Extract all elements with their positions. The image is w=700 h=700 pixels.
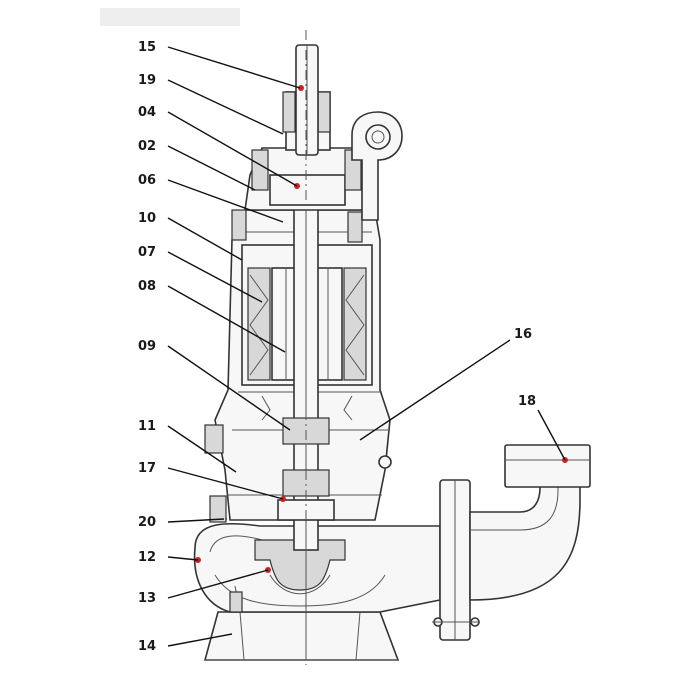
callout-14: 14 [138,639,156,654]
discharge-flange [432,479,480,641]
top-smudge [100,8,240,26]
callout-20: 20 [138,515,156,530]
leader-lines [167,46,566,647]
callout-17: 17 [138,461,156,476]
callout-02: 02 [138,139,156,154]
callout-06: 06 [138,173,156,188]
callout-08: 08 [138,279,156,294]
top-cover [231,147,376,243]
callout-15-top: 15 [138,40,156,55]
callout-13: 13 [138,591,156,606]
cable-entry [282,44,331,156]
callout-labels: 15 19 04 02 06 10 07 08 09 11 17 20 12 1… [138,40,536,654]
cable-marker [298,85,304,91]
callout-09: 09 [138,339,156,354]
discharge-elbow [469,444,591,601]
callout-16: 16 [514,327,532,342]
callout-12: 12 [138,550,156,565]
lifting-eye [351,111,403,221]
base-stand [203,611,400,661]
callout-19: 19 [138,73,156,88]
callout-18: 18 [518,394,536,409]
callout-07: 07 [138,245,156,260]
callout-10: 10 [138,211,156,226]
callout-04: 04 [138,105,156,120]
callout-11: 11 [138,419,156,434]
